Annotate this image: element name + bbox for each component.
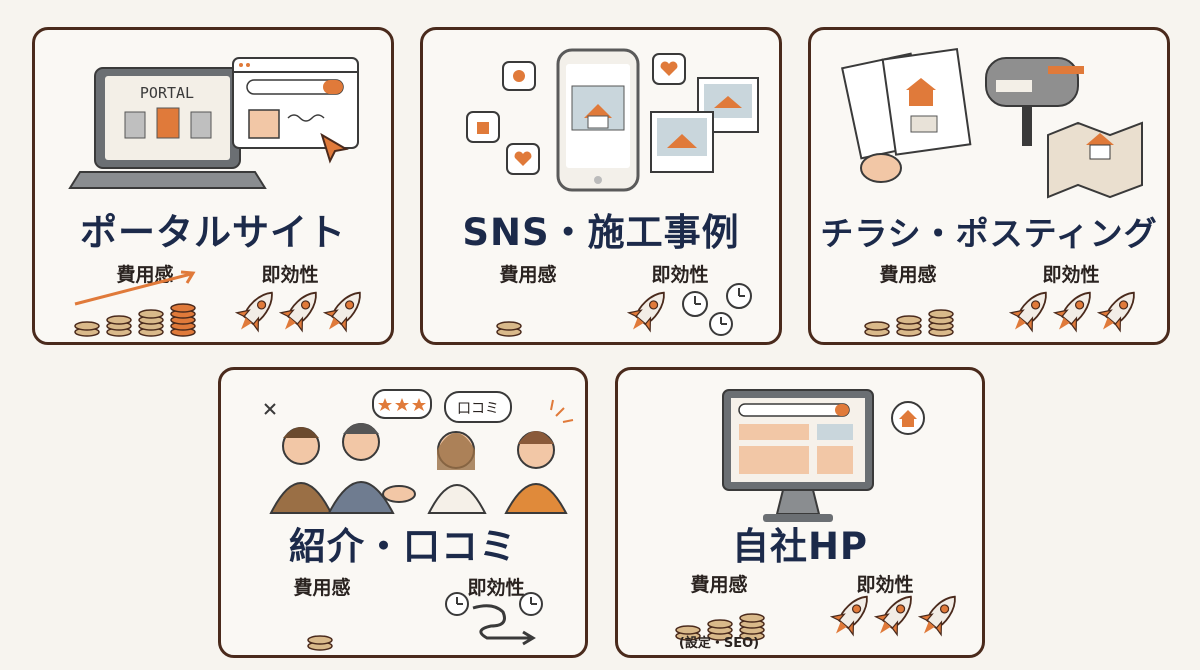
card-title: SNS・施工事例 [462,211,740,254]
people-handshake-icon [264,399,574,514]
coin-stack-icon [496,321,522,337]
trend-arrow-icon [74,270,196,306]
cost-note: (設定・SEO) [678,636,760,651]
rocket-icon [829,595,868,637]
coin-stack-icon [928,309,954,337]
cost-label: 費用感 [293,577,351,599]
cost-label: 費用感 [116,264,174,286]
card-flyer: チラシ・ポスティング 費用感 即効性 [808,27,1170,345]
monitor-icon [722,389,874,522]
coin-stack-icon [675,625,701,641]
card-referral: 口コミ 紹介・口コミ 費用感 即効性 [218,367,588,658]
coin-stack-icon [707,619,733,641]
cost-indicator [74,303,196,337]
mailbox-icon [985,57,1084,146]
cost-indicator [307,635,333,651]
rocket-icon [917,595,956,637]
heart-bubble-icon [506,143,540,175]
cost-indicator [675,613,765,641]
card-portal: PORTAL ポータルサイト 費用感 即効性 [32,27,394,345]
coin-stack-icon [106,315,132,337]
star-bubble-icon [372,389,432,419]
portal-text: PORTAL [140,84,194,102]
like-bubble-icon [466,111,500,143]
clock-icon [682,283,752,336]
card-title: 自社HP [731,525,869,568]
cost-indicator [864,309,954,337]
speed-label: 即効性 [1042,264,1100,286]
coin-stack-icon [896,315,922,337]
speech-bubble-icon: 口コミ [444,391,512,423]
rocket-icon [278,291,317,333]
heart-bubble-icon [652,53,686,85]
card-title: チラシ・ポスティング [820,214,1158,253]
coin-stack-icon [170,303,196,337]
home-bubble-icon [891,401,925,435]
card-title: ポータルサイト [80,211,346,254]
cursor-icon[interactable] [320,132,350,164]
rocket-icon [626,291,665,333]
speed-indicator [234,291,361,333]
cost-label: 費用感 [499,264,557,286]
speed-indicator [626,291,665,333]
cost-label: 費用感 [879,264,937,286]
speed-label: 即効性 [261,264,319,286]
card-title: 紹介・口コミ [289,525,517,568]
rocket-icon [234,291,273,333]
cost-indicator [496,321,522,337]
wavy-arrow-icon [445,592,543,646]
kuchikomi-text: 口コミ [457,401,499,417]
laptop-icon: PORTAL [68,67,267,189]
coin-stack-icon [739,613,765,641]
card-homepage: 自社HP 費用感 即効性 (設定・SEO) [615,367,985,658]
speed-indicator [829,595,956,637]
speed-label: 即効性 [467,577,525,599]
speed-label: 即効性 [856,574,914,596]
coin-stack-icon [864,321,890,337]
smartphone-icon [556,48,640,192]
camera-bubble-icon [502,61,536,91]
cost-label: 費用感 [690,574,748,596]
speed-label: 即効性 [651,264,709,286]
map-icon [1047,121,1143,199]
coin-stack-icon [74,321,100,337]
house-photo-icon [650,111,714,173]
card-sns: SNS・施工事例 費用感 即効性 [420,27,782,345]
browser-window-icon [232,57,359,149]
coin-stack-icon [138,309,164,337]
rocket-icon [1052,291,1091,333]
rocket-icon [873,595,912,637]
rocket-icon [322,291,361,333]
coin-stack-icon [307,635,333,651]
flyer-icon [841,48,972,183]
speed-indicator [1008,291,1135,333]
rocket-icon [1096,291,1135,333]
rocket-icon [1008,291,1047,333]
